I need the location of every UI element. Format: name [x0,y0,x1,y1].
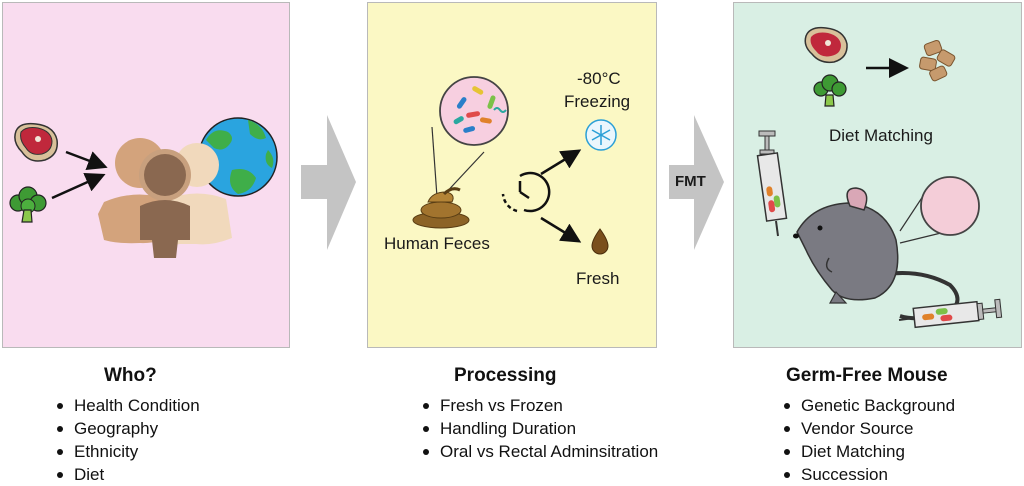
snowflake-icon [585,119,617,151]
heading-germ-free-mouse: Germ-Free Mouse [786,365,948,386]
panel-processing [367,2,657,348]
mouse-list: Genetic Background Vendor Source Diet Ma… [782,394,955,486]
list-item: Succession [782,463,955,486]
label-fmt: FMT [675,173,706,190]
flow-arrow [301,115,356,250]
heading-who: Who? [104,365,157,386]
list-item: Diet [55,463,200,486]
list-item: Fresh vs Frozen [421,394,658,417]
heading-processing: Processing [454,365,557,386]
list-item: Diet Matching [782,440,955,463]
list-item: Geography [55,417,200,440]
label-fresh: Fresh [576,269,620,288]
syringe-icon [898,298,1003,329]
label-freezing-temperature: -80°C [577,69,621,88]
list-item: Oral vs Rectal Adminsitration [421,440,658,463]
steak-icon [804,26,848,64]
processing-list: Fresh vs Frozen Handling Duration Oral v… [421,394,658,463]
list-item: Genetic Background [782,394,955,417]
steak-icon [14,122,58,162]
gut-zoom-circle [920,176,980,236]
mouse-icon [793,187,960,321]
pellet-icon [919,39,956,82]
syringe-icon [756,130,788,237]
globe-icon [198,117,278,197]
who-list: Health Condition Geography Ethnicity Die… [55,394,200,486]
clock-icon [501,171,551,213]
list-item: Health Condition [55,394,200,417]
microscope-circle-icon [431,76,509,198]
broccoli-icon [813,74,847,107]
list-item: Ethnicity [55,440,200,463]
people-icon [98,138,232,258]
broccoli-icon [9,186,47,223]
label-freezing: Freezing [564,92,631,111]
list-item: Vendor Source [782,417,955,440]
label-diet-matching: Diet Matching [829,126,933,145]
label-human-feces: Human Feces [384,234,490,253]
feces-icon [412,187,470,229]
drop-icon [591,228,609,255]
flow-arrow [669,115,724,250]
list-item: Handling Duration [421,417,658,440]
